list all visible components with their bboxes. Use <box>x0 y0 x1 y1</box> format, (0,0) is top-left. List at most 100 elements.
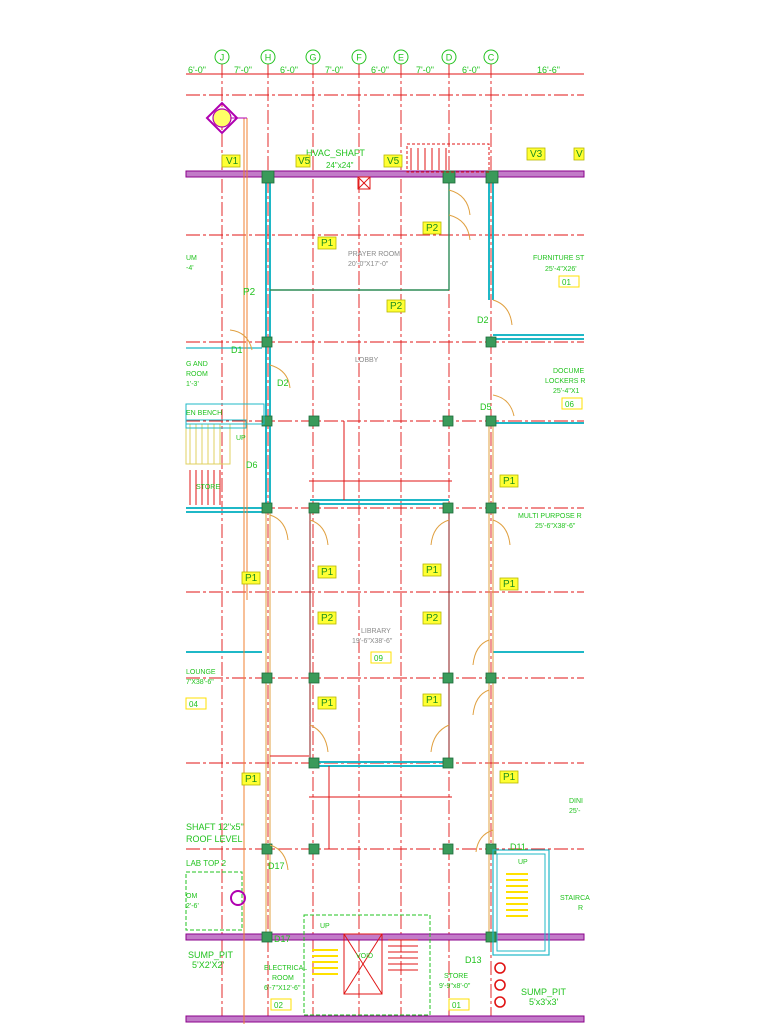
room-size: 25'-6"X38'-6" <box>535 523 576 530</box>
door-tag: D5 <box>480 402 492 412</box>
grid-bubble-label: C <box>488 53 495 63</box>
room-code: 09 <box>374 654 383 663</box>
column <box>261 415 273 427</box>
room-name: LIBRARY <box>361 628 391 635</box>
dimension-label: 7'-0" <box>234 65 252 75</box>
notes: SHAFT 12"x5" ROOF LEVEL LAB TOP 2 SUMP_P… <box>186 410 590 1007</box>
grid-bubble <box>351 49 367 65</box>
door-tag: D17 <box>274 934 291 944</box>
staircase-note-line2: R <box>578 905 583 912</box>
room-name: DOCUME <box>553 368 584 375</box>
room-name: DINI <box>569 798 583 805</box>
grid-bubble <box>483 49 499 65</box>
column <box>442 757 454 769</box>
partition-tag: P1 <box>321 567 334 578</box>
dimension-label: 6'-0" <box>371 65 389 75</box>
room-name: ELECTRICAL <box>264 965 307 972</box>
valve-tag: V5 <box>387 156 400 167</box>
column <box>442 502 454 514</box>
grid-bubble-label: D <box>446 53 453 63</box>
partition-tag: P1 <box>503 772 516 783</box>
room-name: G AND <box>186 361 208 368</box>
room-name: LOBBY <box>355 357 379 364</box>
roof-level-note: ROOF LEVEL <box>186 834 243 844</box>
room-size: 25'- <box>569 808 581 815</box>
column <box>485 336 497 348</box>
dimension-label: 7'-0" <box>416 65 434 75</box>
partition-tag: P1 <box>321 698 334 709</box>
valve-tag-box <box>573 147 585 161</box>
grid-bubble-label: E <box>398 53 404 63</box>
staircase-note: STAIRCA <box>560 895 590 902</box>
partition-tag: P1 <box>245 573 258 584</box>
room-name: MULTI PURPOSE R <box>518 513 582 520</box>
room-size: 1'-3' <box>186 381 199 388</box>
bottom-stair <box>303 914 431 1016</box>
right-stair <box>492 849 550 956</box>
dimension-label: 6'-0" <box>462 65 480 75</box>
grid-bubble <box>393 49 409 65</box>
column <box>485 170 499 184</box>
room-code-box <box>370 651 392 664</box>
library-dim-lines <box>270 421 452 849</box>
room-name: STORE <box>444 973 468 980</box>
partition-tag: P2 <box>426 613 439 624</box>
room-code: 01 <box>562 278 571 287</box>
sump-label: SUMP_PIT <box>188 950 234 960</box>
slab-band-bottom <box>185 933 585 941</box>
north-symbol <box>205 101 239 135</box>
door-swings <box>229 189 515 871</box>
door-tag: D17 <box>268 861 285 871</box>
column <box>485 843 497 855</box>
room-name-line2: ROOM <box>186 371 208 378</box>
bench-label: EN BENCH <box>186 410 222 417</box>
shaft-title: HVAC_SHAFT <box>306 148 365 158</box>
partition-tag: P1 <box>426 695 439 706</box>
room-code-box <box>558 275 580 288</box>
room-code-box <box>448 998 470 1011</box>
column <box>261 170 275 184</box>
column <box>308 757 320 769</box>
room-size: 25'-4"X1 <box>553 388 580 395</box>
grid-bubble <box>260 49 276 65</box>
room-name: STORE <box>196 484 220 491</box>
partition-tag: P1 <box>321 238 334 249</box>
partition-tag: P1 <box>503 476 516 487</box>
duct-grille <box>406 143 490 173</box>
valve-tag: V5 <box>298 156 311 167</box>
horizontal-grid-lines <box>186 94 584 850</box>
bench-panel <box>185 403 265 425</box>
left-stair-lower <box>189 470 221 505</box>
room-name: UM <box>186 255 197 262</box>
grid-bubble-label: H <box>265 53 272 63</box>
door-tag: D11 <box>510 842 526 852</box>
column <box>261 843 273 855</box>
column <box>308 502 320 514</box>
room-code-box <box>270 998 292 1011</box>
sump-size: 5'x3'x3' <box>529 997 558 1007</box>
valve-tags: V1 V5 V5 V3 V <box>221 147 585 168</box>
bench-panel <box>185 419 247 429</box>
room-code: 06 <box>565 400 574 409</box>
sump-size: 5'X2'X2' <box>192 960 224 970</box>
stair-up-label: UP <box>320 923 330 930</box>
room-name-line2: ROOM <box>272 975 294 982</box>
partition-tag: P1 <box>245 774 258 785</box>
walls <box>186 177 584 935</box>
shaft-cross <box>357 176 371 190</box>
door-tag: D13 <box>465 955 482 965</box>
slab-band <box>185 170 585 178</box>
grid-bubble <box>305 49 321 65</box>
stair-up-label: UP <box>518 859 528 866</box>
room-size: 7'X38'-6" <box>186 679 214 686</box>
room-size: -4' <box>186 265 194 272</box>
valve-tag-box <box>295 154 311 168</box>
room-codes: 09 01 06 04 02 01 <box>185 275 583 1011</box>
room-labels: PRAYER ROOM 20'-0"X17'-0" LOBBY LIBRARY … <box>186 251 585 992</box>
partition-tags: P1 P2 P2 P2 P1 P1 P1 P1 P1 P2 P2 P1 P1 P… <box>241 221 519 786</box>
room-size: 19'-6"X38'-6" <box>352 638 393 645</box>
grid-bubble-label: G <box>309 53 316 63</box>
room-size: 20'-0"X17'-0" <box>348 261 389 268</box>
room-name: LOUNGE <box>186 669 216 676</box>
shaft-size: 24"x24" <box>326 161 354 170</box>
